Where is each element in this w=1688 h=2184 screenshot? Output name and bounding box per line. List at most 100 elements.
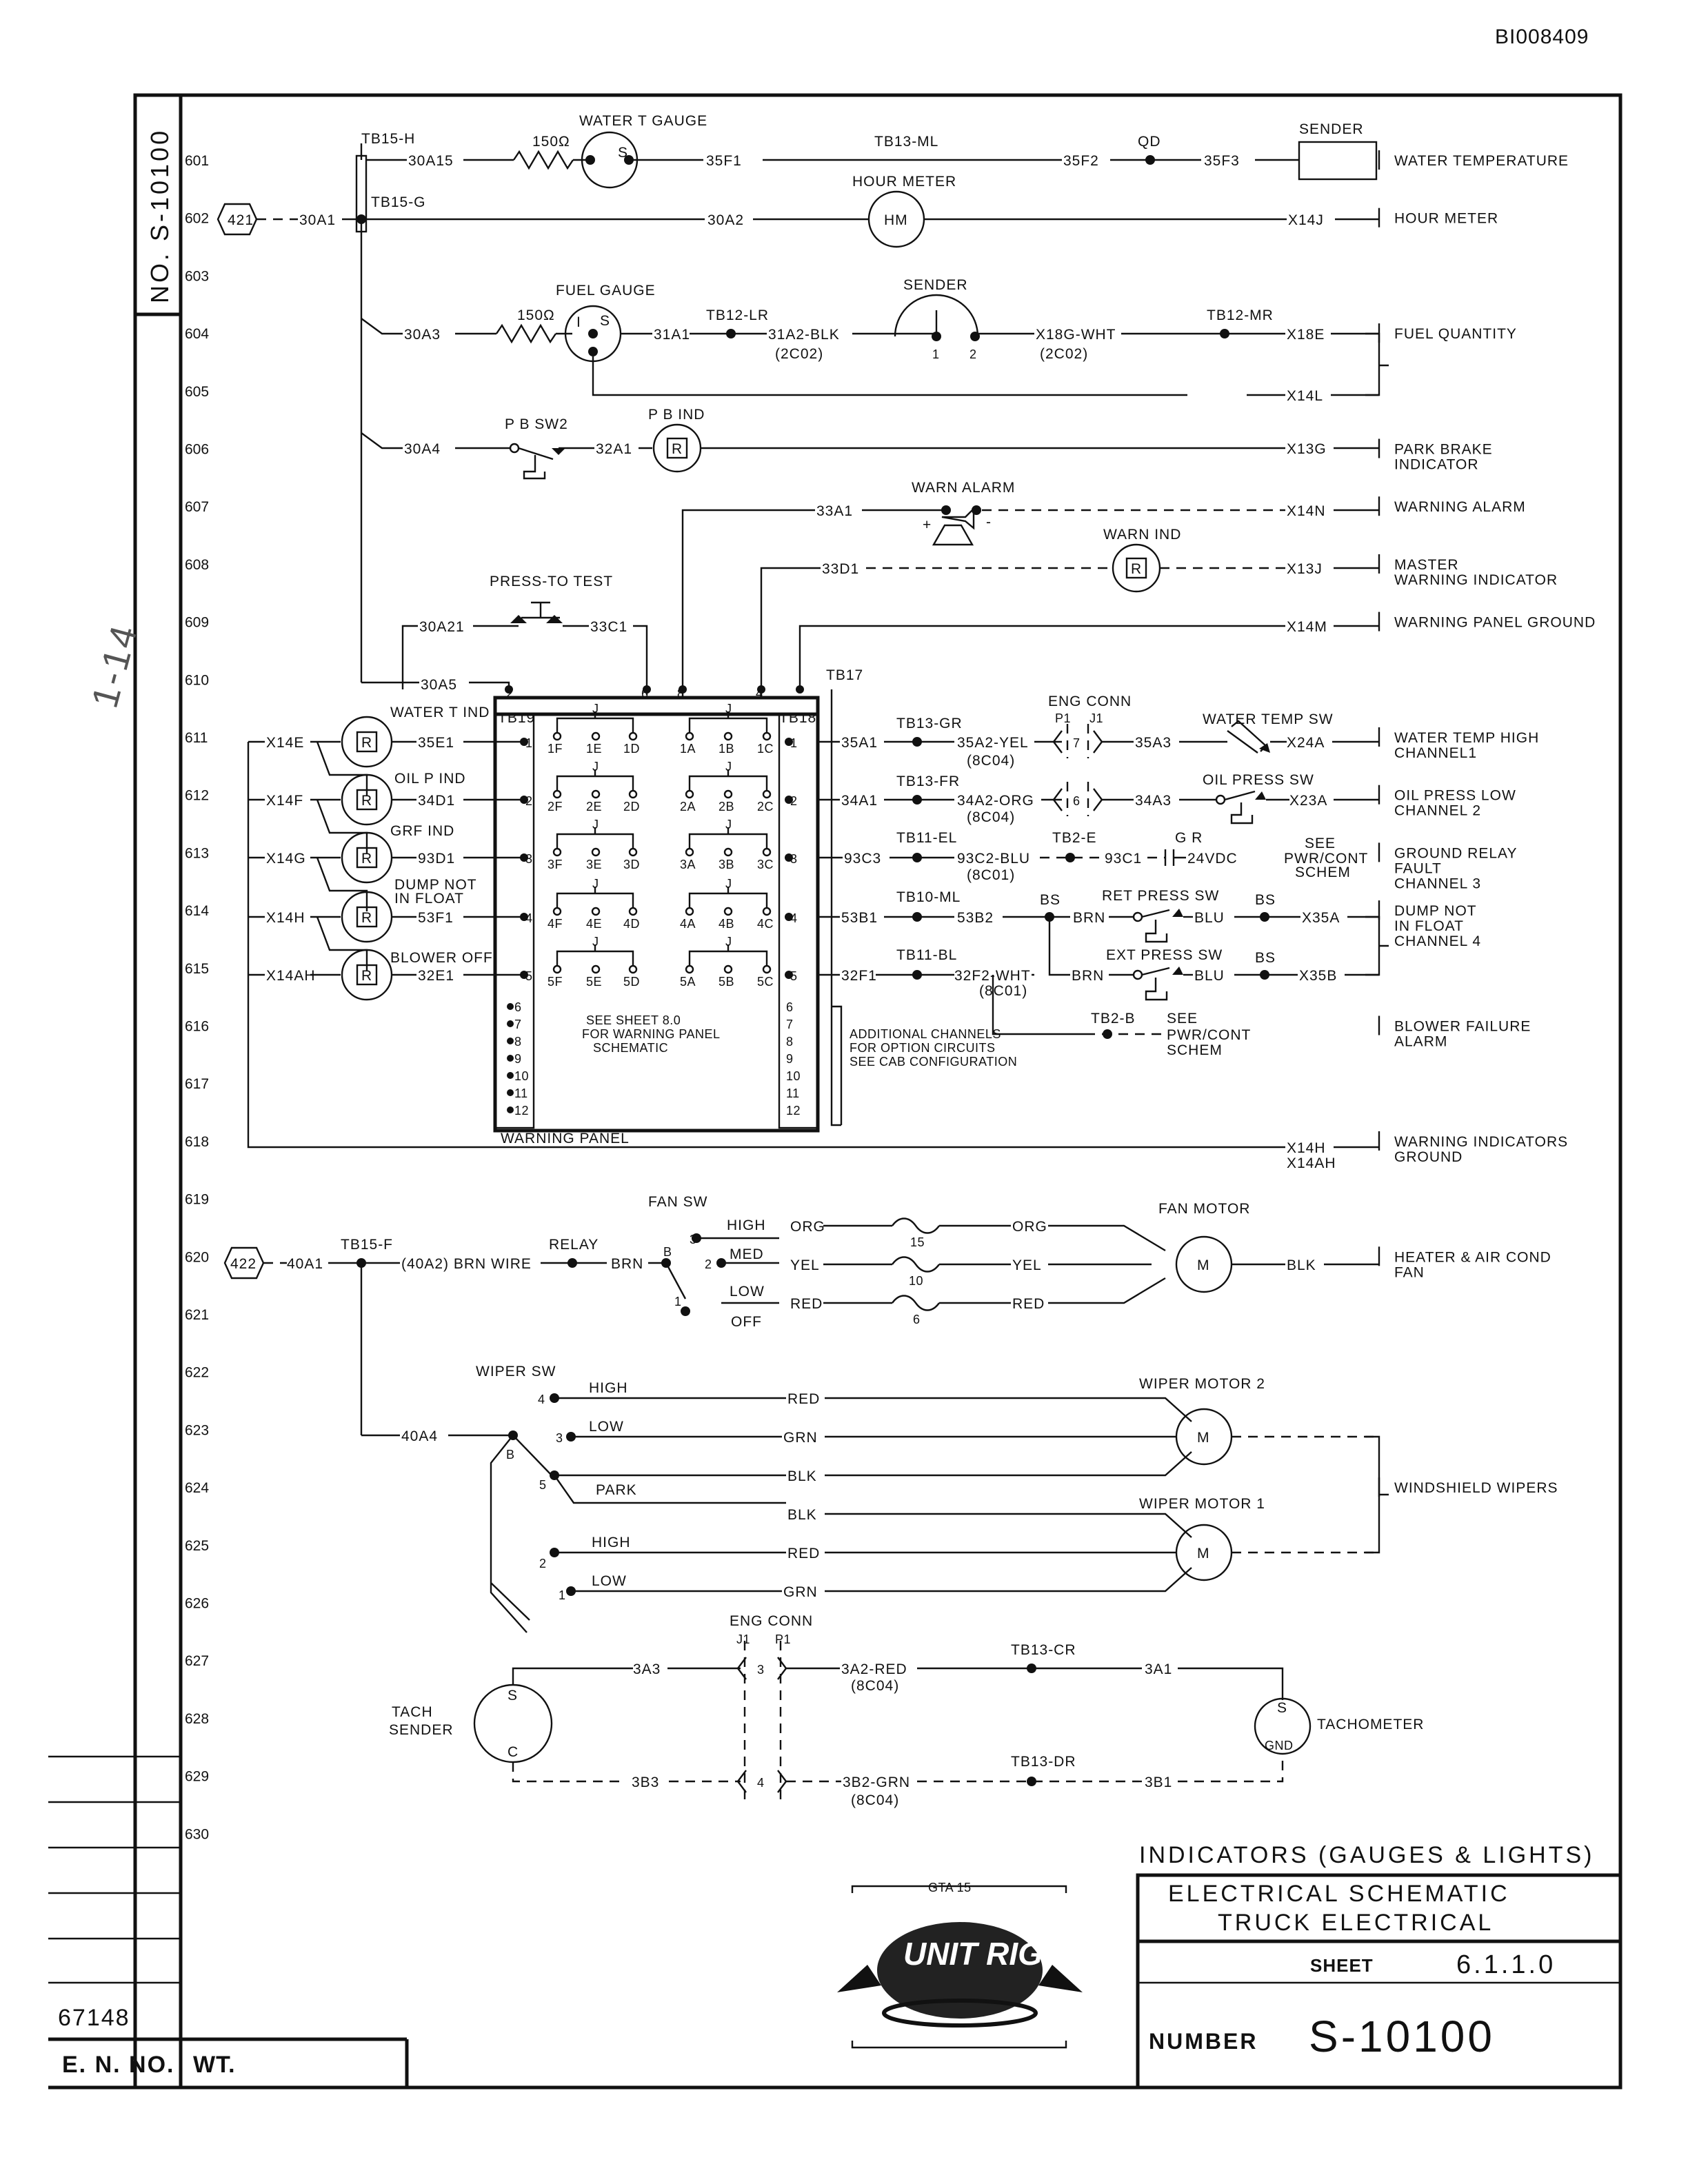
svg-text:X14H: X14H [266, 910, 305, 926]
press-to-test-label: PRESS-TO TEST [490, 574, 613, 589]
row-number: 619 [185, 1192, 209, 1208]
warning-panel: 30A5 2 6 8 4 TB17 TB19 TB18 WARNING PANE… [361, 667, 863, 1146]
svg-text:M: M [1197, 1546, 1210, 1561]
row-number: 610 [185, 672, 209, 688]
svg-text:X14E: X14E [266, 735, 304, 751]
document-id: BI008409 [1495, 26, 1589, 48]
channels-611-615: 35A1 TB13-GR 35A2-YEL (8C04) 7 ENG CONN … [818, 694, 1379, 1069]
function-label: FAN [1394, 1264, 1425, 1280]
svg-text:X35A: X35A [1302, 910, 1340, 926]
wire-31a2-blk: 31A2-BLK [768, 327, 840, 343]
svg-text:35A1: 35A1 [841, 735, 878, 751]
svg-text:5E: 5E [586, 975, 602, 989]
svg-text:HIGH: HIGH [592, 1535, 631, 1550]
svg-text:TB10-ML: TB10-ML [896, 889, 961, 905]
row-606-park-brake: 30A4 P B SW2 32A1 R P B IND X13G [361, 407, 1379, 480]
wire-31a1: 31A1 [654, 327, 690, 343]
svg-text:GRN: GRN [783, 1584, 818, 1600]
svg-text:RET PRESS SW: RET PRESS SW [1102, 888, 1219, 904]
svg-text:SEE CAB CONFIGURATION: SEE CAB CONFIGURATION [850, 1055, 1017, 1069]
svg-text:34A2-ORG: 34A2-ORG [957, 793, 1034, 809]
svg-text:J: J [725, 935, 732, 949]
svg-text:9: 9 [514, 1052, 522, 1066]
svg-text:TB11-BL: TB11-BL [896, 947, 957, 963]
function-label: CHANNEL 3 [1394, 876, 1481, 891]
wire-30a21: 30A21 [419, 619, 465, 635]
svg-text:SENDER: SENDER [1299, 121, 1364, 137]
svg-text:1E: 1E [586, 742, 602, 756]
svg-text:LOW: LOW [589, 1419, 624, 1435]
svg-text:93C3: 93C3 [844, 851, 881, 867]
svg-text:J: J [725, 877, 732, 891]
function-label: ALARM [1394, 1034, 1447, 1050]
svg-text:53B1: 53B1 [841, 910, 878, 926]
tb19-strip [494, 713, 535, 1129]
function-label: INDICATOR [1394, 457, 1479, 473]
svg-text:93D1: 93D1 [418, 851, 455, 867]
svg-text:X23A: X23A [1289, 793, 1327, 809]
svg-text:X14G: X14G [266, 851, 306, 867]
function-label: WARNING INDICATOR [1394, 572, 1558, 588]
indicator-lamps: WATER T IND OIL P IND GRF IND DUMP NOT I… [248, 705, 521, 1001]
svg-text:RED: RED [787, 1391, 820, 1407]
function-label: WINDSHIELD WIPERS [1394, 1480, 1558, 1496]
row-number: 621 [185, 1307, 209, 1323]
svg-text:4: 4 [525, 911, 533, 925]
wire-x13j: X13J [1287, 561, 1323, 577]
svg-text:J: J [592, 760, 599, 774]
wire-x14m: X14M [1287, 619, 1327, 635]
row-number: 608 [185, 557, 209, 573]
unit-rig-logo [877, 1922, 1043, 2019]
row-number: 618 [185, 1134, 209, 1150]
svg-text:SCHEM: SCHEM [1295, 865, 1351, 880]
svg-text:6: 6 [786, 1000, 794, 1014]
wire-35f1: 35F1 [706, 153, 742, 169]
svg-text:I: I [576, 314, 581, 330]
wire-x14j: X14J [1288, 212, 1324, 228]
svg-text:TB19: TB19 [498, 710, 535, 726]
function-label: CHANNEL 2 [1394, 803, 1481, 819]
ext-press-switch [1141, 967, 1170, 976]
svg-text:53B2: 53B2 [957, 910, 994, 926]
svg-text:ORG: ORG [1012, 1219, 1047, 1235]
svg-text:5D: 5D [623, 975, 640, 989]
svg-text:S: S [1277, 1700, 1287, 1716]
svg-text:34A3: 34A3 [1135, 793, 1172, 809]
svg-text:J: J [725, 818, 732, 831]
svg-text:X14AH: X14AH [1287, 1155, 1336, 1171]
function-label: GROUND [1394, 1149, 1463, 1165]
row-number: 602 [185, 211, 209, 227]
svg-text:-: - [986, 514, 992, 530]
svg-text:2C: 2C [757, 800, 774, 813]
svg-text:4C: 4C [757, 917, 774, 931]
svg-text:J: J [592, 935, 599, 949]
svg-text:5F: 5F [547, 975, 563, 989]
svg-text:YEL: YEL [790, 1257, 820, 1273]
logo-caption: GTA 15 [928, 1881, 972, 1894]
svg-text:EXT PRESS SW: EXT PRESS SW [1106, 947, 1223, 963]
svg-text:7: 7 [514, 1018, 522, 1031]
svg-text:R: R [361, 851, 372, 867]
function-label: HEATER & AIR COND [1394, 1249, 1551, 1265]
function-label: BLOWER FAILURE [1394, 1019, 1531, 1035]
row-number: 601 [185, 153, 209, 169]
svg-text:SEE: SEE [1167, 1011, 1198, 1027]
svg-text:6: 6 [1073, 794, 1081, 808]
svg-text:HIGH: HIGH [589, 1380, 628, 1396]
tachometer-gauge [1254, 1697, 1312, 1755]
svg-text:RED: RED [1012, 1296, 1045, 1312]
wire-x13g: X13G [1287, 441, 1327, 457]
svg-text:10: 10 [514, 1069, 529, 1083]
svg-text:R: R [361, 793, 372, 809]
fuse-10 [892, 1256, 940, 1273]
svg-text:TACHOMETER: TACHOMETER [1317, 1717, 1424, 1732]
svg-text:R: R [361, 968, 372, 984]
en-no-value: 67148 [58, 2005, 130, 2031]
svg-text:PWR/CONT: PWR/CONT [1167, 1027, 1251, 1043]
row-609-panel-ground: PRESS-TO TEST 30A21 33C1 X14M [401, 574, 1379, 695]
svg-text:2D: 2D [623, 800, 640, 813]
wt-label: WT. [193, 2052, 236, 2078]
number-label: NUMBER [1149, 2029, 1258, 2054]
svg-text:M: M [1197, 1430, 1210, 1446]
svg-text:3D: 3D [623, 858, 640, 871]
